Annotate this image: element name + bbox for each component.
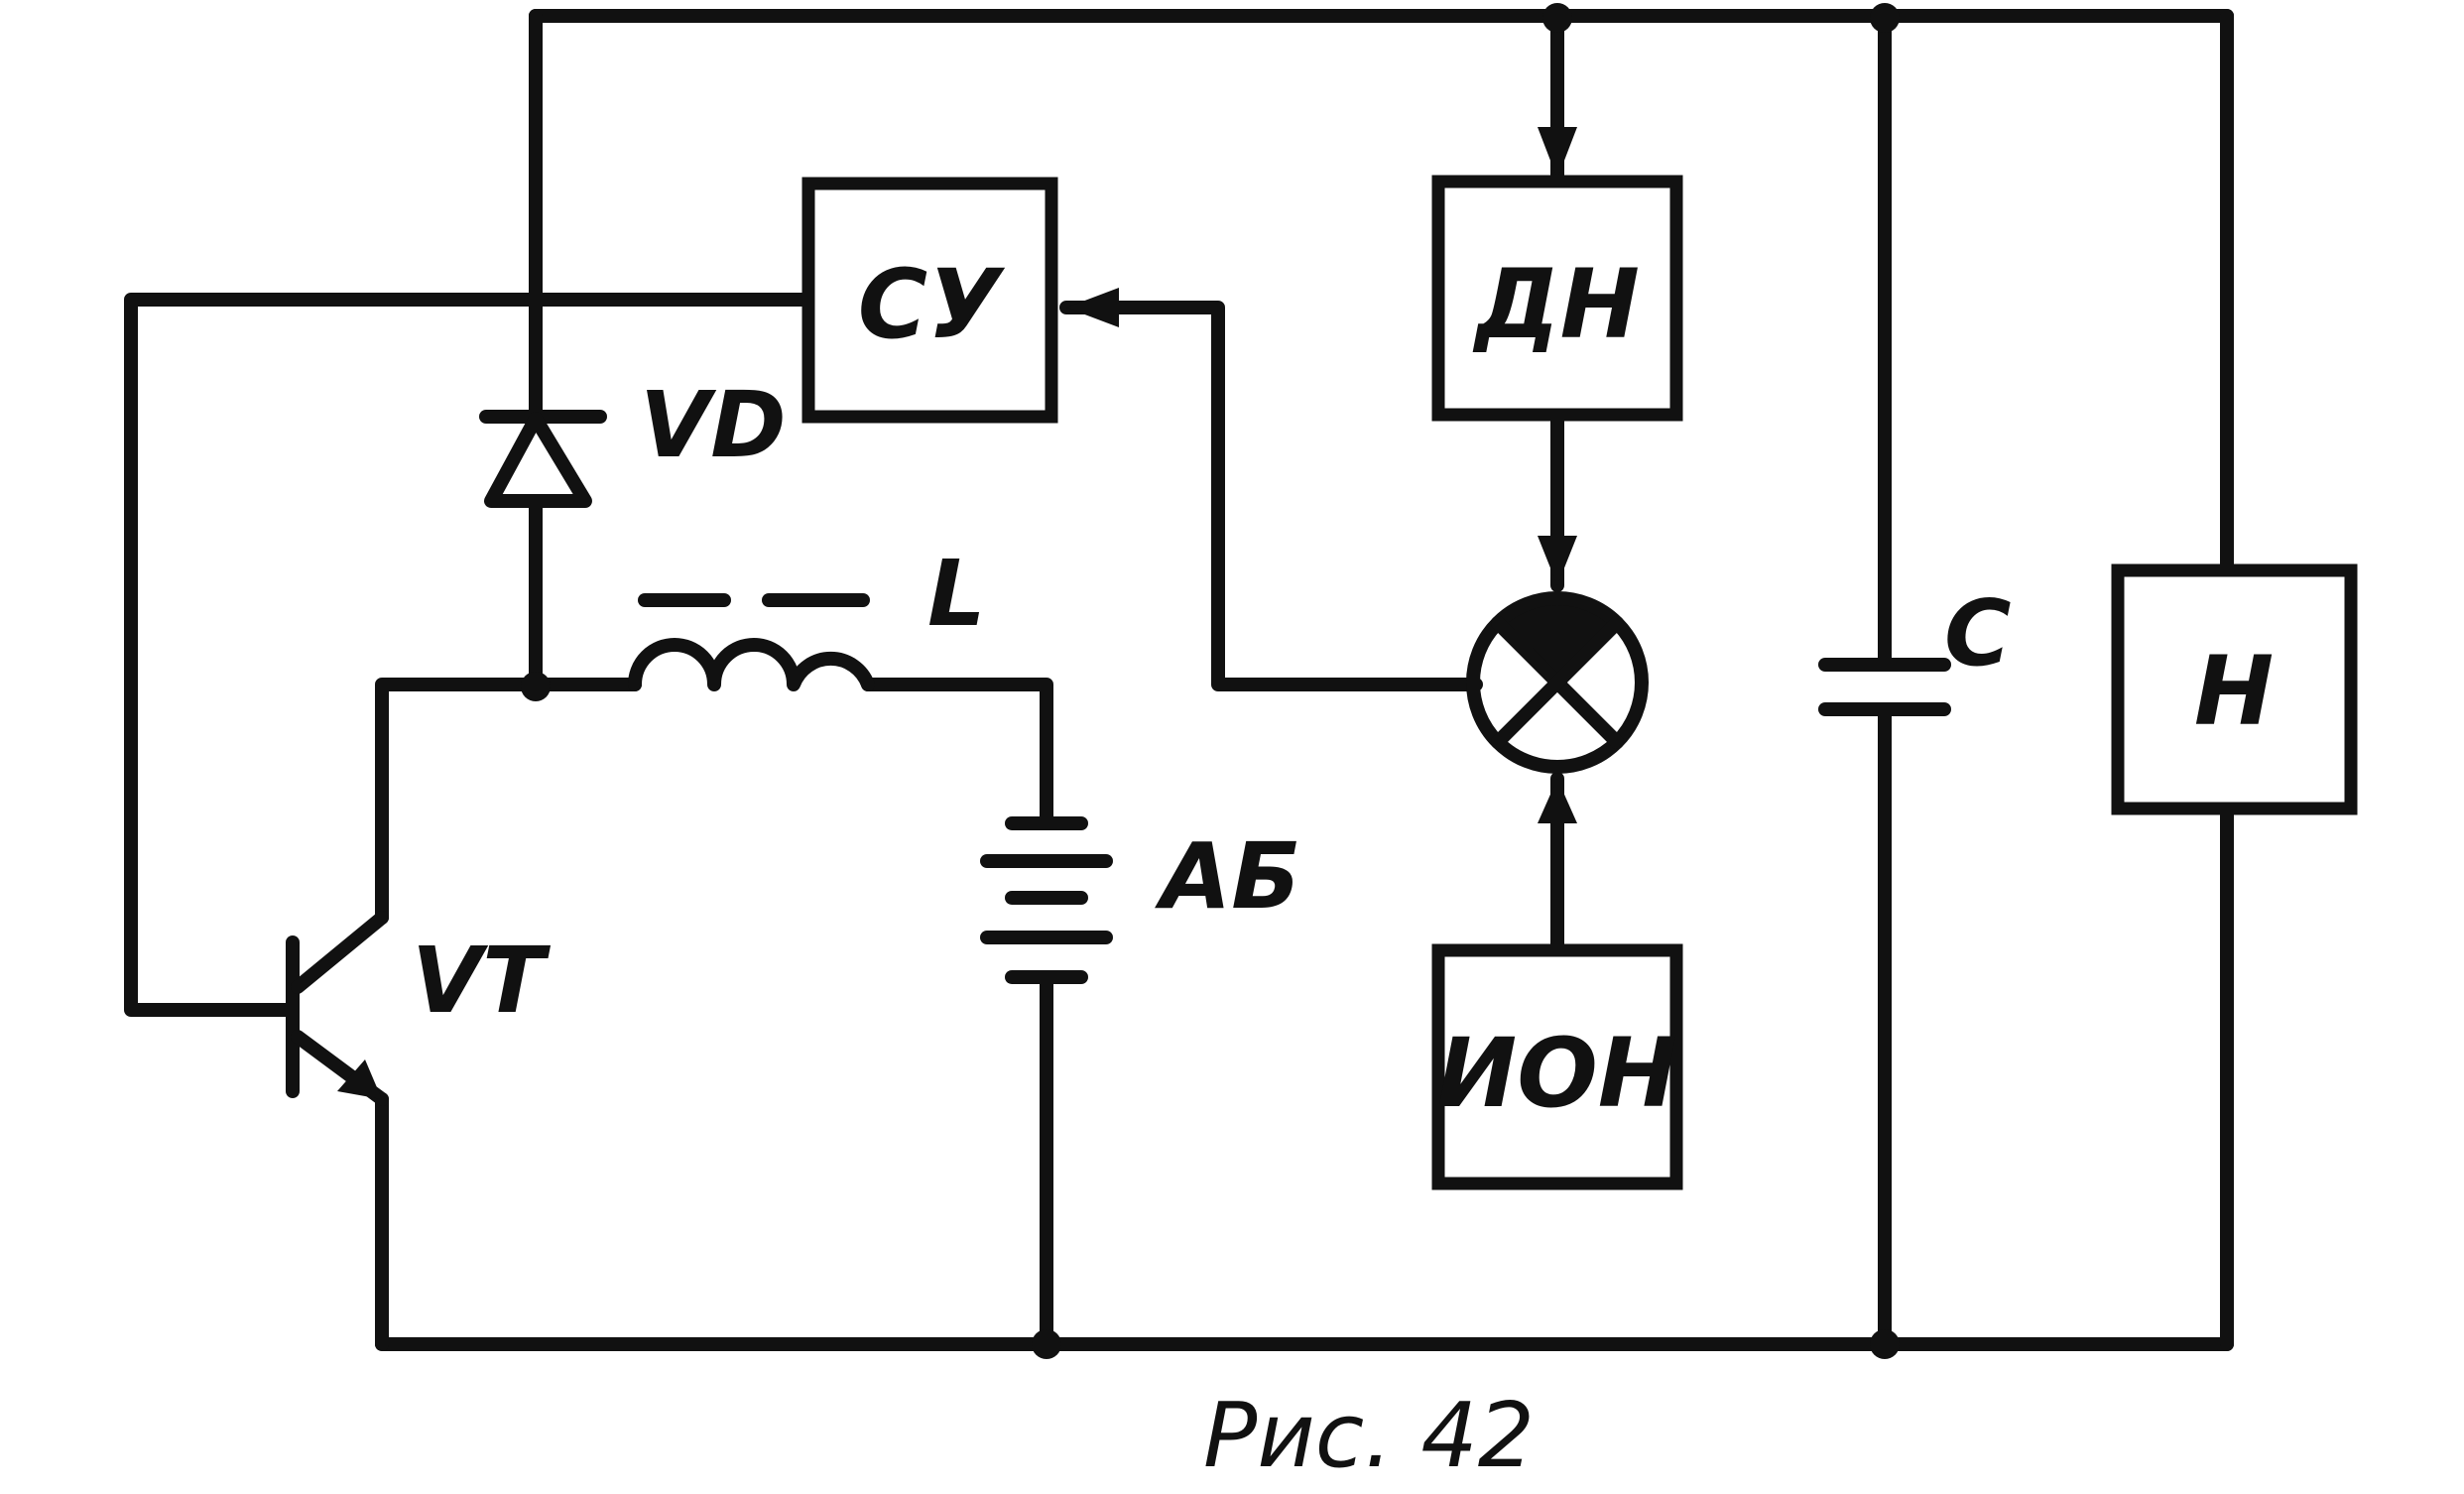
inductor-l [628, 593, 875, 691]
transistor-vt [286, 911, 389, 1106]
figure-caption: Рис. 42 [1203, 1384, 1535, 1488]
diode-triangle [484, 412, 592, 508]
capacitor-c [1818, 658, 1951, 716]
arrowheads [1066, 127, 1577, 823]
junction-bottom-battery [1032, 1329, 1061, 1359]
comparator-output-wire [1059, 301, 1483, 691]
block-ion-box [1431, 943, 1683, 1190]
label-l: L [927, 541, 986, 647]
battery-ab [980, 816, 1113, 984]
wires [124, 9, 2234, 1351]
label-vt: VT [412, 928, 551, 1034]
junction-top-dn [1542, 3, 1572, 33]
comparator [1466, 591, 1649, 774]
label-ab: АБ [1155, 823, 1300, 930]
arrow-into-comparator-bottom [1538, 779, 1577, 823]
comparator-circle [1466, 591, 1649, 774]
comparator-cross-2 [1491, 616, 1624, 749]
block-ion: ИОН [1431, 943, 1683, 1190]
block-load-label: Н [2194, 636, 2274, 747]
junction-bottom-cap [1870, 1329, 1900, 1359]
inductor-coil [628, 638, 875, 691]
base-drive-wire [124, 293, 815, 1017]
block-su-label: СУ [858, 249, 1005, 360]
block-su-box [801, 177, 1058, 424]
block-dn: ДН [1431, 175, 1683, 422]
collector-wire [375, 678, 543, 925]
arrow-into-dn [1538, 127, 1577, 179]
block-dn-box [1431, 175, 1683, 422]
junction-l-node [521, 672, 551, 701]
block-ion-label: ИОН [1437, 1018, 1677, 1129]
diode-vd [479, 410, 607, 508]
inductor-lead-right [861, 678, 1053, 830]
junctions [521, 3, 1900, 1359]
label-vd: VD [640, 372, 787, 478]
junction-top-cap [1870, 3, 1900, 33]
label-c: C [1944, 580, 2012, 686]
block-load-box [2111, 563, 2358, 815]
transistor-collector-leg [291, 911, 389, 994]
arrow-into-su [1066, 288, 1119, 327]
comparator-filled-sector [1498, 598, 1617, 683]
block-load: Н [2111, 563, 2358, 815]
block-su: СУ [801, 177, 1058, 424]
arrow-into-comparator-top [1538, 536, 1577, 585]
block-dn-label: ДН [1472, 249, 1640, 360]
transistor-emitter-arrow [337, 1059, 382, 1099]
